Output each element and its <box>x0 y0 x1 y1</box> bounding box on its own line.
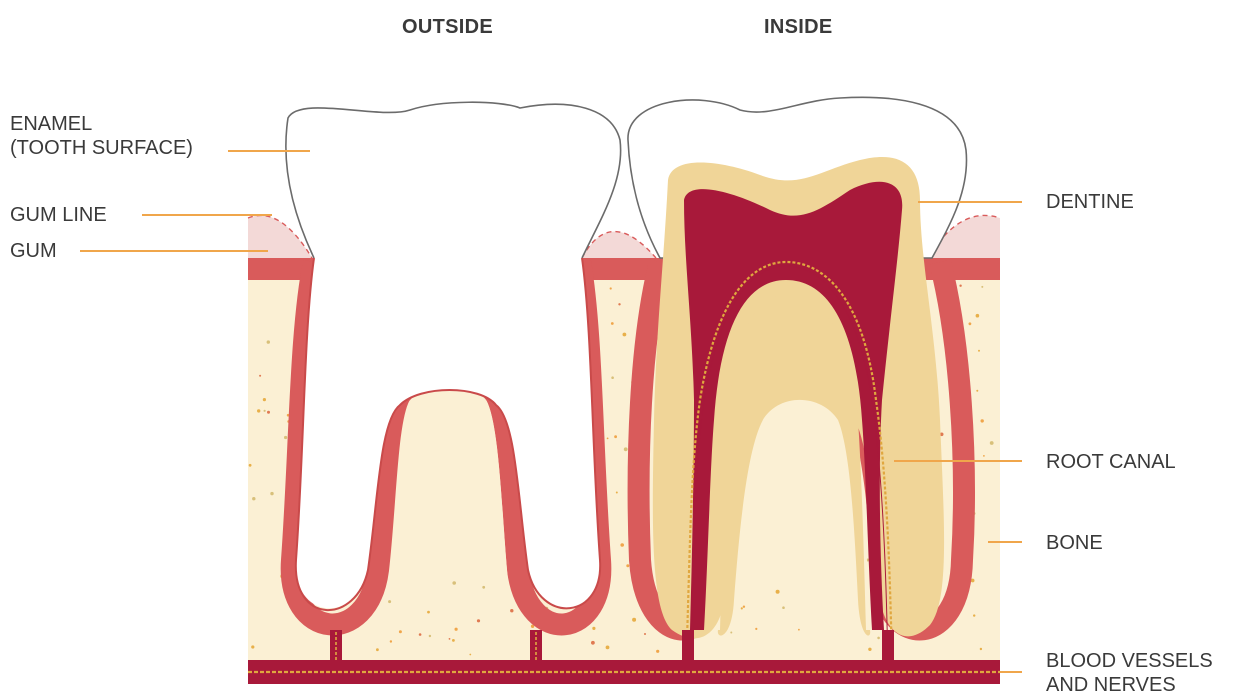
left-tooth-root-bone <box>392 385 508 580</box>
bone-speckle <box>976 390 978 392</box>
bone-speckle <box>399 630 402 633</box>
bone-speckle <box>257 409 260 412</box>
bone-speckle <box>981 286 983 288</box>
heading-outside: OUTSIDE <box>402 16 493 39</box>
label-gum: GUM <box>10 239 57 263</box>
bone-speckle <box>959 285 961 287</box>
bone-speckle <box>452 639 455 642</box>
bone-speckle <box>743 606 745 608</box>
bone-speckle <box>616 492 618 494</box>
bone-speckle <box>429 635 431 637</box>
label-bone: BONE <box>1046 531 1103 555</box>
bone-speckle <box>606 646 610 650</box>
bone-speckle <box>455 628 458 631</box>
label-vessels-line2: AND NERVES <box>1046 673 1213 697</box>
bone-speckle <box>419 633 422 636</box>
label-vessels-line1: BLOOD VESSELS <box>1046 649 1213 673</box>
bone-speckle <box>618 303 620 305</box>
bone-speckle <box>730 632 732 634</box>
bone-speckle <box>510 609 513 612</box>
bone-speckle <box>249 464 252 467</box>
label-enamel: ENAMEL (TOOTH SURFACE) <box>10 112 193 160</box>
bone-speckle <box>427 611 430 614</box>
label-root-canal: ROOT CANAL <box>1046 450 1176 474</box>
bone-speckle <box>755 628 757 630</box>
bone-speckle <box>656 650 659 653</box>
bone-speckle <box>390 640 392 642</box>
bone-speckle <box>251 645 254 648</box>
bone-speckle <box>632 618 636 622</box>
bone-speckle <box>264 410 266 412</box>
bone-speckle <box>263 398 266 401</box>
bone-speckle <box>259 375 261 377</box>
bone-speckle <box>798 629 800 631</box>
bone-speckle <box>270 492 273 495</box>
bone-speckle <box>388 600 391 603</box>
bone-speckle <box>741 607 743 609</box>
label-blood-vessels: BLOOD VESSELS AND NERVES <box>1046 649 1213 697</box>
heading-inside: INSIDE <box>764 16 832 39</box>
bone-speckle <box>376 648 379 651</box>
bone-speckle <box>868 648 871 651</box>
bone-speckle <box>973 614 975 616</box>
bone-speckle <box>611 322 614 325</box>
bone-speckle <box>284 436 287 439</box>
bone-speckle <box>981 419 984 422</box>
bone-speckle <box>644 633 646 635</box>
label-enamel-line1: ENAMEL <box>10 112 193 136</box>
bone-speckle <box>782 606 785 609</box>
bone-speckle <box>607 438 609 440</box>
bone-speckle <box>980 648 982 650</box>
label-enamel-line2: (TOOTH SURFACE) <box>10 136 193 160</box>
bone-speckle <box>611 376 614 379</box>
bone-speckle <box>624 447 628 451</box>
bone-speckle <box>449 638 451 640</box>
bone-speckle <box>626 564 629 567</box>
bone-speckle <box>614 435 617 438</box>
bone-speckle <box>591 641 595 645</box>
bone-speckle <box>267 340 270 343</box>
bone-speckle <box>976 314 980 318</box>
bone-speckle <box>990 441 994 445</box>
bone-speckle <box>610 287 612 289</box>
bone-speckle <box>969 322 972 325</box>
bone-speckle <box>620 543 624 547</box>
bone-speckle <box>623 333 627 337</box>
bone-speckle <box>877 637 880 640</box>
bone-speckle <box>592 627 595 630</box>
bone-speckle <box>452 581 456 585</box>
bone-speckle <box>983 455 985 457</box>
bone-speckle <box>267 411 270 414</box>
bone-speckle <box>477 619 480 622</box>
label-dentine: DENTINE <box>1046 190 1134 214</box>
bone-speckle <box>252 497 255 500</box>
bone-speckle <box>978 350 980 352</box>
bone-speckle <box>776 590 780 594</box>
bone-speckle <box>482 586 485 589</box>
bone-speckle <box>469 654 471 656</box>
label-gum-line: GUM LINE <box>10 203 107 227</box>
